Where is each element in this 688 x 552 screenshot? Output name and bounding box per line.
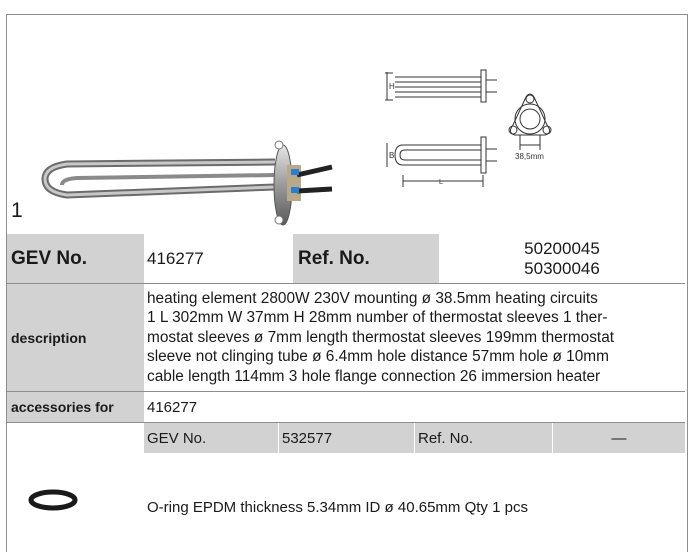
description-line-4: sleeve not clinging tube ø 6.4mm hole di… bbox=[147, 348, 609, 366]
heating-element-image bbox=[41, 140, 333, 226]
drawing-flange-dimension: 38,5mm bbox=[515, 152, 544, 161]
accessory-gev-value: 532577 bbox=[279, 423, 414, 453]
accessory-description: O-ring EPDM thickness 5.34mm ID ø 40.65m… bbox=[147, 499, 528, 516]
description-label: description bbox=[11, 329, 87, 346]
technical-drawing: H B L 38,5mm bbox=[385, 69, 552, 187]
drawing-height-label: H bbox=[389, 82, 395, 91]
gev-value-text: 416277 bbox=[147, 248, 204, 268]
accessories-value: 416277 bbox=[144, 392, 685, 422]
gev-value: 416277 bbox=[144, 234, 293, 283]
ref-label: Ref. No. bbox=[298, 247, 370, 269]
product-image-area: H B L 38,5mm 1 bbox=[7, 15, 685, 234]
o-ring-image bbox=[28, 489, 78, 511]
drawing-length-label: L bbox=[439, 179, 443, 186]
description-line-2: 1 L 302mm W 37mm H 28mm number of thermo… bbox=[147, 309, 608, 327]
description-line-3: mostat sleeves ø 7mm length thermostat s… bbox=[147, 328, 615, 346]
gev-label: GEV No. bbox=[11, 247, 88, 269]
item-number: 1 bbox=[11, 199, 23, 222]
accessory-item: GEV No. 532577 Ref. No. — O-ring EPDM th… bbox=[7, 423, 685, 551]
description-line-5: cable length 114mm 3 hole flange connect… bbox=[147, 367, 601, 385]
description-line-1: heating element 2800W 230V mounting ø 38… bbox=[147, 289, 598, 307]
accessory-ref-label: Ref. No. bbox=[415, 423, 552, 453]
description-text: heating element 2800W 230V mounting ø 38… bbox=[144, 284, 685, 391]
id-row: GEV No. 416277 Ref. No. 50200045 5030004… bbox=[7, 234, 685, 283]
ref-value-2: 50300046 bbox=[524, 258, 600, 278]
accessory-gev-label: GEV No. bbox=[144, 423, 278, 453]
accessories-label: accessories for bbox=[11, 399, 114, 415]
accessories-row: accessories for 416277 bbox=[7, 392, 685, 422]
ref-values: 50200045 50300046 bbox=[439, 234, 685, 283]
description-row: description heating element 2800W 230V m… bbox=[7, 284, 685, 391]
drawing-width-label: B bbox=[389, 151, 394, 160]
ref-value-1: 50200045 bbox=[524, 238, 600, 258]
accessories-value-text: 416277 bbox=[147, 398, 198, 416]
accessory-ref-value: — bbox=[553, 423, 685, 453]
